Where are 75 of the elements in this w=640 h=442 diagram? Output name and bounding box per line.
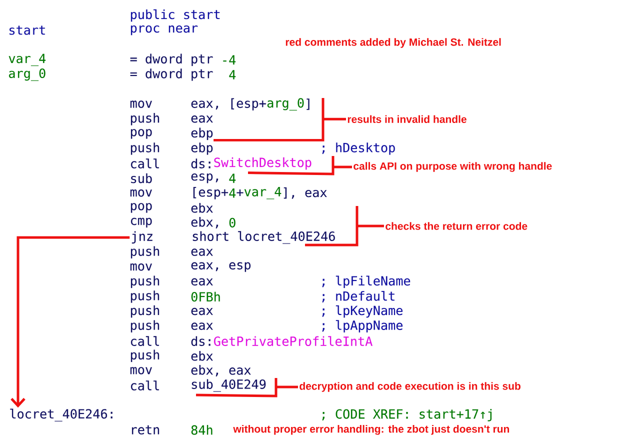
operand-text: SwitchDesktop (214, 157, 312, 170)
operand-text: ebp (191, 128, 213, 140)
code-label: locret_40E246: (10, 408, 112, 422)
instruction-mnemonic: call (131, 336, 159, 346)
code-label: arg_0 (9, 68, 46, 81)
note-text: red comments added by Michael St. Neitzel (286, 38, 501, 48)
instruction-mnemonic: sub (131, 173, 152, 184)
instruction-mnemonic: pop (130, 129, 152, 139)
code-label: var_4 (8, 54, 46, 66)
operand-text: + (236, 190, 244, 196)
operand-text: var_4 (244, 187, 282, 200)
operand-text: = dword ptr (130, 54, 213, 66)
operand-text: ds: (191, 158, 210, 168)
instruction-mnemonic: mov (130, 189, 152, 197)
code-label: start (10, 26, 45, 35)
operand-text: 84h (191, 425, 212, 435)
operand-text: ebp (191, 142, 213, 155)
operand-text: sub_40E249 (192, 379, 266, 392)
operand-text: ] (306, 98, 310, 110)
note-text: without proper error handling: the zbot just doesn't run (233, 424, 510, 435)
instruction-mnemonic: cmp (131, 218, 152, 228)
operand-text: ds: (191, 336, 210, 346)
operand-text: eax (191, 278, 213, 286)
jump-instruction: jnz short locret_40E246 (132, 231, 335, 244)
code-comment: ; nDefault (322, 291, 394, 302)
operand-text: GetPrivateProfileIntA (214, 336, 372, 346)
operand-text: eax (191, 115, 213, 123)
leader-line (194, 376, 300, 398)
leader-line (246, 154, 354, 176)
instruction-mnemonic: push (130, 113, 160, 126)
operand-text: 4 (229, 70, 236, 80)
annotation-text: results in invalid handle (348, 115, 466, 123)
operand-text: ebx, eax (191, 365, 251, 376)
instruction-mnemonic: push (130, 350, 160, 362)
operand-text: -4 (223, 55, 236, 64)
instruction-mnemonic: retn (132, 425, 160, 434)
operand-text: ebx (191, 203, 213, 213)
instruction-mnemonic: push (130, 142, 160, 155)
operand-text: = dword ptr (130, 68, 213, 81)
operand-text: 4 (229, 174, 236, 183)
operand-text: 4 (229, 188, 236, 198)
leader-line (304, 204, 386, 246)
operand-text: public start (130, 9, 220, 22)
operand-text: eax (191, 308, 213, 316)
instruction-mnemonic: call (131, 158, 159, 168)
instruction-mnemonic: mov (130, 100, 152, 108)
annotation-text: calls API on purpose with wrong handle (354, 162, 552, 172)
jump-arrow (10, 236, 130, 408)
instruction-mnemonic: mov (130, 263, 152, 271)
code-comment: ; lpAppName (322, 320, 402, 332)
operand-text: ], eax (284, 187, 327, 199)
code-comment: ; lpFileName (322, 276, 410, 288)
instruction-mnemonic: mov (130, 367, 152, 374)
instruction-mnemonic: push (130, 320, 160, 332)
operand-text: arg_0 (267, 98, 304, 110)
operand-text: eax (191, 322, 213, 330)
instruction-mnemonic: push (130, 276, 160, 288)
operand-text: ebx (191, 351, 213, 361)
operand-text: [esp+ (193, 187, 228, 200)
instruction-mnemonic: pop (130, 203, 152, 213)
leader-line (212, 96, 348, 142)
operand-text: esp, (191, 173, 218, 184)
instruction-mnemonic: push (130, 290, 160, 303)
operand-text: 0FBh (191, 292, 220, 302)
instruction-mnemonic: push (130, 246, 160, 258)
operand-text: eax, esp (191, 262, 251, 272)
instruction-mnemonic: push (130, 305, 160, 318)
annotation-text: decryption and code execution is in this sub (300, 382, 520, 392)
code-comment: ; CODE XREF: start+17↑j (322, 409, 492, 422)
operand-text: proc near (130, 25, 198, 36)
code-comment: ; lpKeyName (322, 305, 402, 318)
instruction-mnemonic: call (131, 380, 159, 390)
code-comment: ; hDesktop (322, 142, 395, 155)
annotation-text: checks the return error code (386, 222, 528, 230)
operand-text: eax, [esp+ (191, 98, 266, 110)
